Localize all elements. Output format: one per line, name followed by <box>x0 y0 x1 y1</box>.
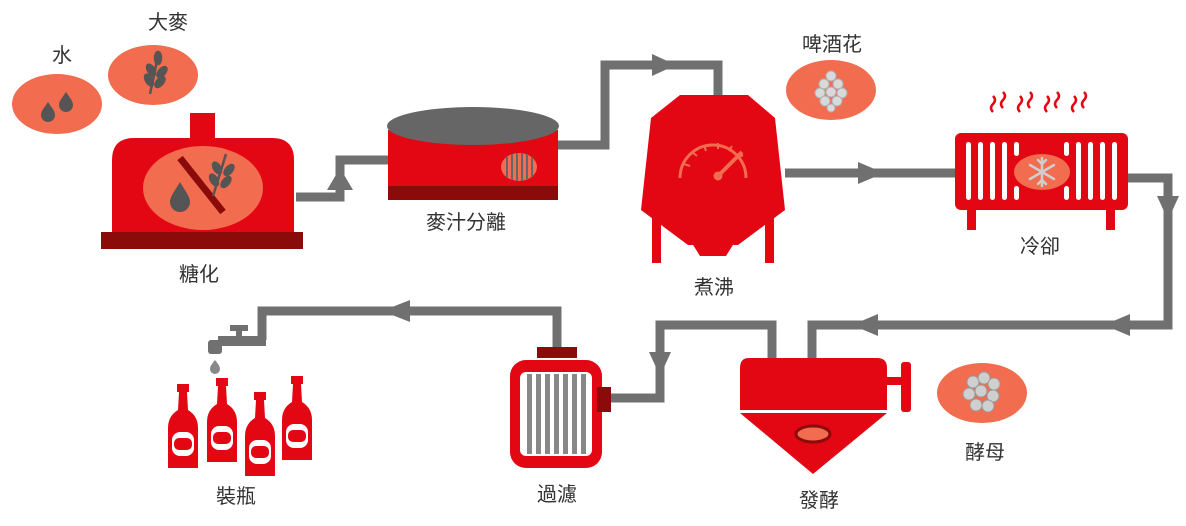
arrow-right-boil <box>858 162 884 184</box>
pipe-ferment-to-filter <box>606 320 777 403</box>
arrow-left-filter <box>382 300 410 322</box>
lauter-tun <box>387 107 559 200</box>
label-water: 水 <box>52 43 72 67</box>
pressure-gauge-icon <box>678 143 748 181</box>
mash-tun <box>101 113 303 249</box>
fermenter <box>740 358 911 474</box>
label-bottling: 裝瓶 <box>216 484 256 508</box>
hop-cone-icon <box>814 70 848 113</box>
cooler-slots <box>966 142 1117 200</box>
barley-bubble <box>108 45 198 105</box>
faucet-icon <box>208 325 266 374</box>
label-barley: 大麥 <box>148 10 188 34</box>
filter-cartridges <box>527 374 586 454</box>
arrow-down-filter <box>649 352 671 376</box>
arrow-up-mash <box>327 168 353 190</box>
water-bubble <box>12 74 102 134</box>
arrow-down-cool <box>1157 196 1179 220</box>
mash-paddle-icon <box>177 155 226 215</box>
label-mashing: 糖化 <box>179 262 219 286</box>
hops-bubble <box>786 60 876 120</box>
yeast-cells-icon <box>962 371 1001 413</box>
mash-drop-icon <box>170 182 190 212</box>
bottles <box>168 376 312 476</box>
label-fermentation: 發酵 <box>799 488 839 512</box>
pipe-lauter-to-boil <box>555 60 723 150</box>
label-lautering: 麥汁分離 <box>426 210 506 234</box>
label-boiling: 煮沸 <box>694 275 734 299</box>
heat-waves-icon <box>989 91 1088 113</box>
pipe-cool-to-ferment <box>807 173 1173 362</box>
arrow-left-mid <box>852 314 878 336</box>
label-cooling: 冷卻 <box>1020 234 1060 258</box>
label-yeast: 酵母 <box>965 440 1005 464</box>
snowflake-icon <box>1028 156 1056 188</box>
mash-wheat-icon <box>208 153 235 197</box>
wheat-ear-icon <box>143 50 168 95</box>
filter-unit <box>510 347 611 468</box>
bottle <box>168 384 198 468</box>
flow-arrows <box>327 54 1179 376</box>
arrow-right-lauter <box>652 54 676 76</box>
label-filtration: 過濾 <box>537 482 577 506</box>
yeast-bubble <box>937 363 1027 423</box>
bottle <box>282 376 312 460</box>
bottle <box>245 392 275 476</box>
arrow-left-ferment <box>1104 314 1130 336</box>
boil-kettle <box>641 95 785 263</box>
label-hops: 啤酒花 <box>802 32 862 56</box>
lauter-grate <box>501 153 537 181</box>
bottle <box>207 378 237 462</box>
cooler <box>955 91 1128 230</box>
water-drops-icon <box>41 92 73 122</box>
